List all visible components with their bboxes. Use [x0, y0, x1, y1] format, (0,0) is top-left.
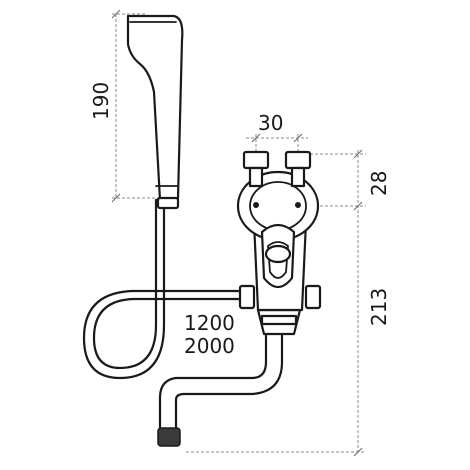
label-shower-head-height: 190 — [89, 82, 113, 120]
hose-loop — [82, 198, 244, 380]
label-valve-height: 28 — [367, 171, 391, 196]
mixer-neck-ring — [260, 314, 298, 326]
valve-left-icon — [242, 150, 270, 170]
shower-head-body — [126, 14, 184, 204]
shower-head-connector — [156, 196, 180, 210]
diverter-left — [238, 284, 256, 310]
dim-tick — [293, 133, 303, 143]
valve-left-stem — [248, 166, 264, 188]
lever-handle-inner — [267, 241, 289, 279]
shower-head — [126, 14, 184, 210]
dim-tick — [353, 447, 363, 457]
valve-axis-left — [253, 202, 259, 208]
valve-right-stem — [290, 166, 306, 188]
valve-axis-right — [295, 202, 301, 208]
label-hose-length-short: 1200 — [184, 311, 235, 335]
valve-right-icon — [284, 150, 312, 170]
label-valve-spacing: 30 — [258, 111, 283, 135]
aerator-icon — [157, 427, 181, 447]
dimension-lines — [111, 9, 366, 457]
dim-tick — [353, 149, 363, 159]
label-hose-length-long: 2000 — [184, 334, 235, 358]
lever-cap — [264, 244, 292, 264]
diverter-right — [304, 284, 322, 310]
shower-hose — [82, 198, 244, 380]
dim-tick — [353, 201, 363, 211]
mixer-body — [236, 150, 322, 336]
label-overall-height: 213 — [367, 288, 391, 326]
dim-tick — [251, 133, 261, 143]
spout — [157, 326, 284, 447]
dim-tick — [111, 193, 121, 203]
dim-tick — [111, 9, 121, 19]
